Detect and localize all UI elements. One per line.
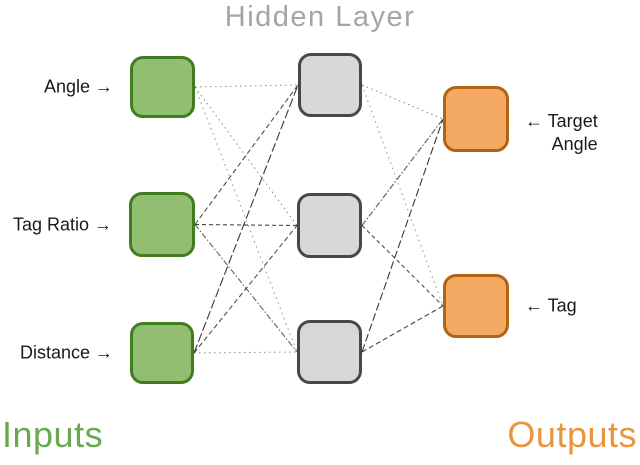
node-label-in1: Tag Ratio → [13,213,112,236]
edge-line-in1-hid0 [194,84,299,225]
node-hid1-hidden [297,193,362,258]
edge-line-hid2-out0 [361,118,444,353]
edge-line-in0-hid0 [194,84,299,88]
node-in1-input [129,192,195,257]
node-label-line: ← Tag [525,295,577,316]
node-label-in0: Angle → [44,76,113,99]
edge-line-hid0-out1 [361,84,444,307]
node-label-in2: Distance → [20,342,113,365]
edge-line-hid2-out1 [361,305,444,353]
node-in2-input [130,322,194,384]
edge-line-hid1-out0 [361,118,444,226]
node-label-out1: ← Tag [525,295,577,318]
node-out0-output [443,86,509,152]
node-hid2-hidden [297,320,362,384]
node-label-line: Tag Ratio → [12,214,112,234]
edge-line-hid0-out0 [361,84,444,120]
edge-line-in2-hid1 [193,225,298,354]
node-label-line: Distance → [19,342,113,363]
edge-line-in1-hid1 [194,223,298,227]
edge-line-in0-hid1 [194,86,298,226]
inputs-section-label: Inputs [2,414,104,455]
node-out1-output [443,274,509,338]
node-hid0-hidden [298,53,362,117]
node-label-line: Angle [551,134,598,154]
node-label-line: Angle → [43,76,113,97]
edge-line-in0-hid2 [194,86,298,353]
edge-line-hid1-out1 [361,225,444,307]
diagram-title: Hidden Layer [224,1,416,33]
node-label-line: ← Target [525,111,598,131]
outputs-section-label: Outputs [507,414,637,455]
edge-line-in2-hid2 [193,351,298,354]
node-in0-input [130,56,195,118]
